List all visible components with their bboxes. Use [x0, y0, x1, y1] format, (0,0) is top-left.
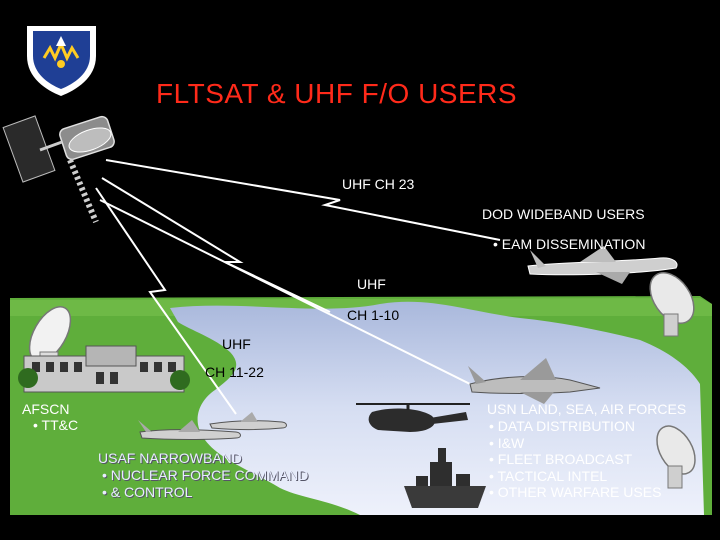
ch-11-22-label: CH 11-22: [205, 364, 264, 380]
list-item: • I&W: [489, 434, 525, 451]
shield-emblem-icon: [27, 26, 96, 96]
uhf-label: UHF: [357, 276, 386, 292]
list-item: • NUCLEAR FORCE COMMAND: [102, 467, 309, 483]
list-item: • DATA DISTRIBUTION: [489, 418, 635, 434]
list-item: • OTHER WARFARE USES: [489, 484, 662, 500]
dod-wideband-list: • EAM DISSEMINATION: [493, 236, 645, 253]
uhf-label-2: UHF: [222, 336, 251, 352]
usaf-narrowband-heading: USAF NARROWBAND: [98, 450, 242, 466]
dod-wideband-heading: DOD WIDEBAND USERS: [482, 206, 645, 222]
list-item: • TACTICAL INTEL: [489, 467, 608, 484]
helicopter-icon: [356, 403, 470, 432]
usn-heading: USN LAND, SEA, AIR FORCES: [487, 401, 687, 417]
airplane-icon: [138, 420, 241, 440]
usn-list: • DATA DISTRIBUTION • I&W • FLEET BROADC…: [489, 418, 661, 501]
afscn-heading: AFSCN: [22, 401, 70, 417]
list-item: • EAM DISSEMINATION: [493, 236, 646, 252]
list-item: • & CONTROL: [102, 483, 193, 500]
ship-icon: [404, 448, 486, 508]
fighter-jet-icon: [468, 358, 601, 404]
usaf-narrowband-list: • NUCLEAR FORCE COMMAND • & CONTROL: [102, 467, 308, 500]
ch-1-10-label: CH 1-10: [347, 307, 400, 323]
link-beams: [95, 159, 501, 415]
list-item: • FLEET BROADCAST: [489, 451, 633, 467]
water-body: [170, 301, 704, 515]
satellite-icon: [2, 115, 115, 224]
building-icon: [18, 345, 190, 393]
afscn-list: • TT&C: [33, 417, 78, 434]
list-item: • TT&C: [33, 417, 79, 433]
radar-dish-icon: [656, 425, 696, 489]
airplane-icon: [527, 246, 678, 284]
uhf-ch23-label: UHF CH 23: [342, 176, 415, 192]
radar-dish-icon: [649, 272, 695, 337]
airplane-icon: [209, 412, 287, 430]
page-title: FLTSAT & UHF F/O USERS: [156, 78, 518, 109]
